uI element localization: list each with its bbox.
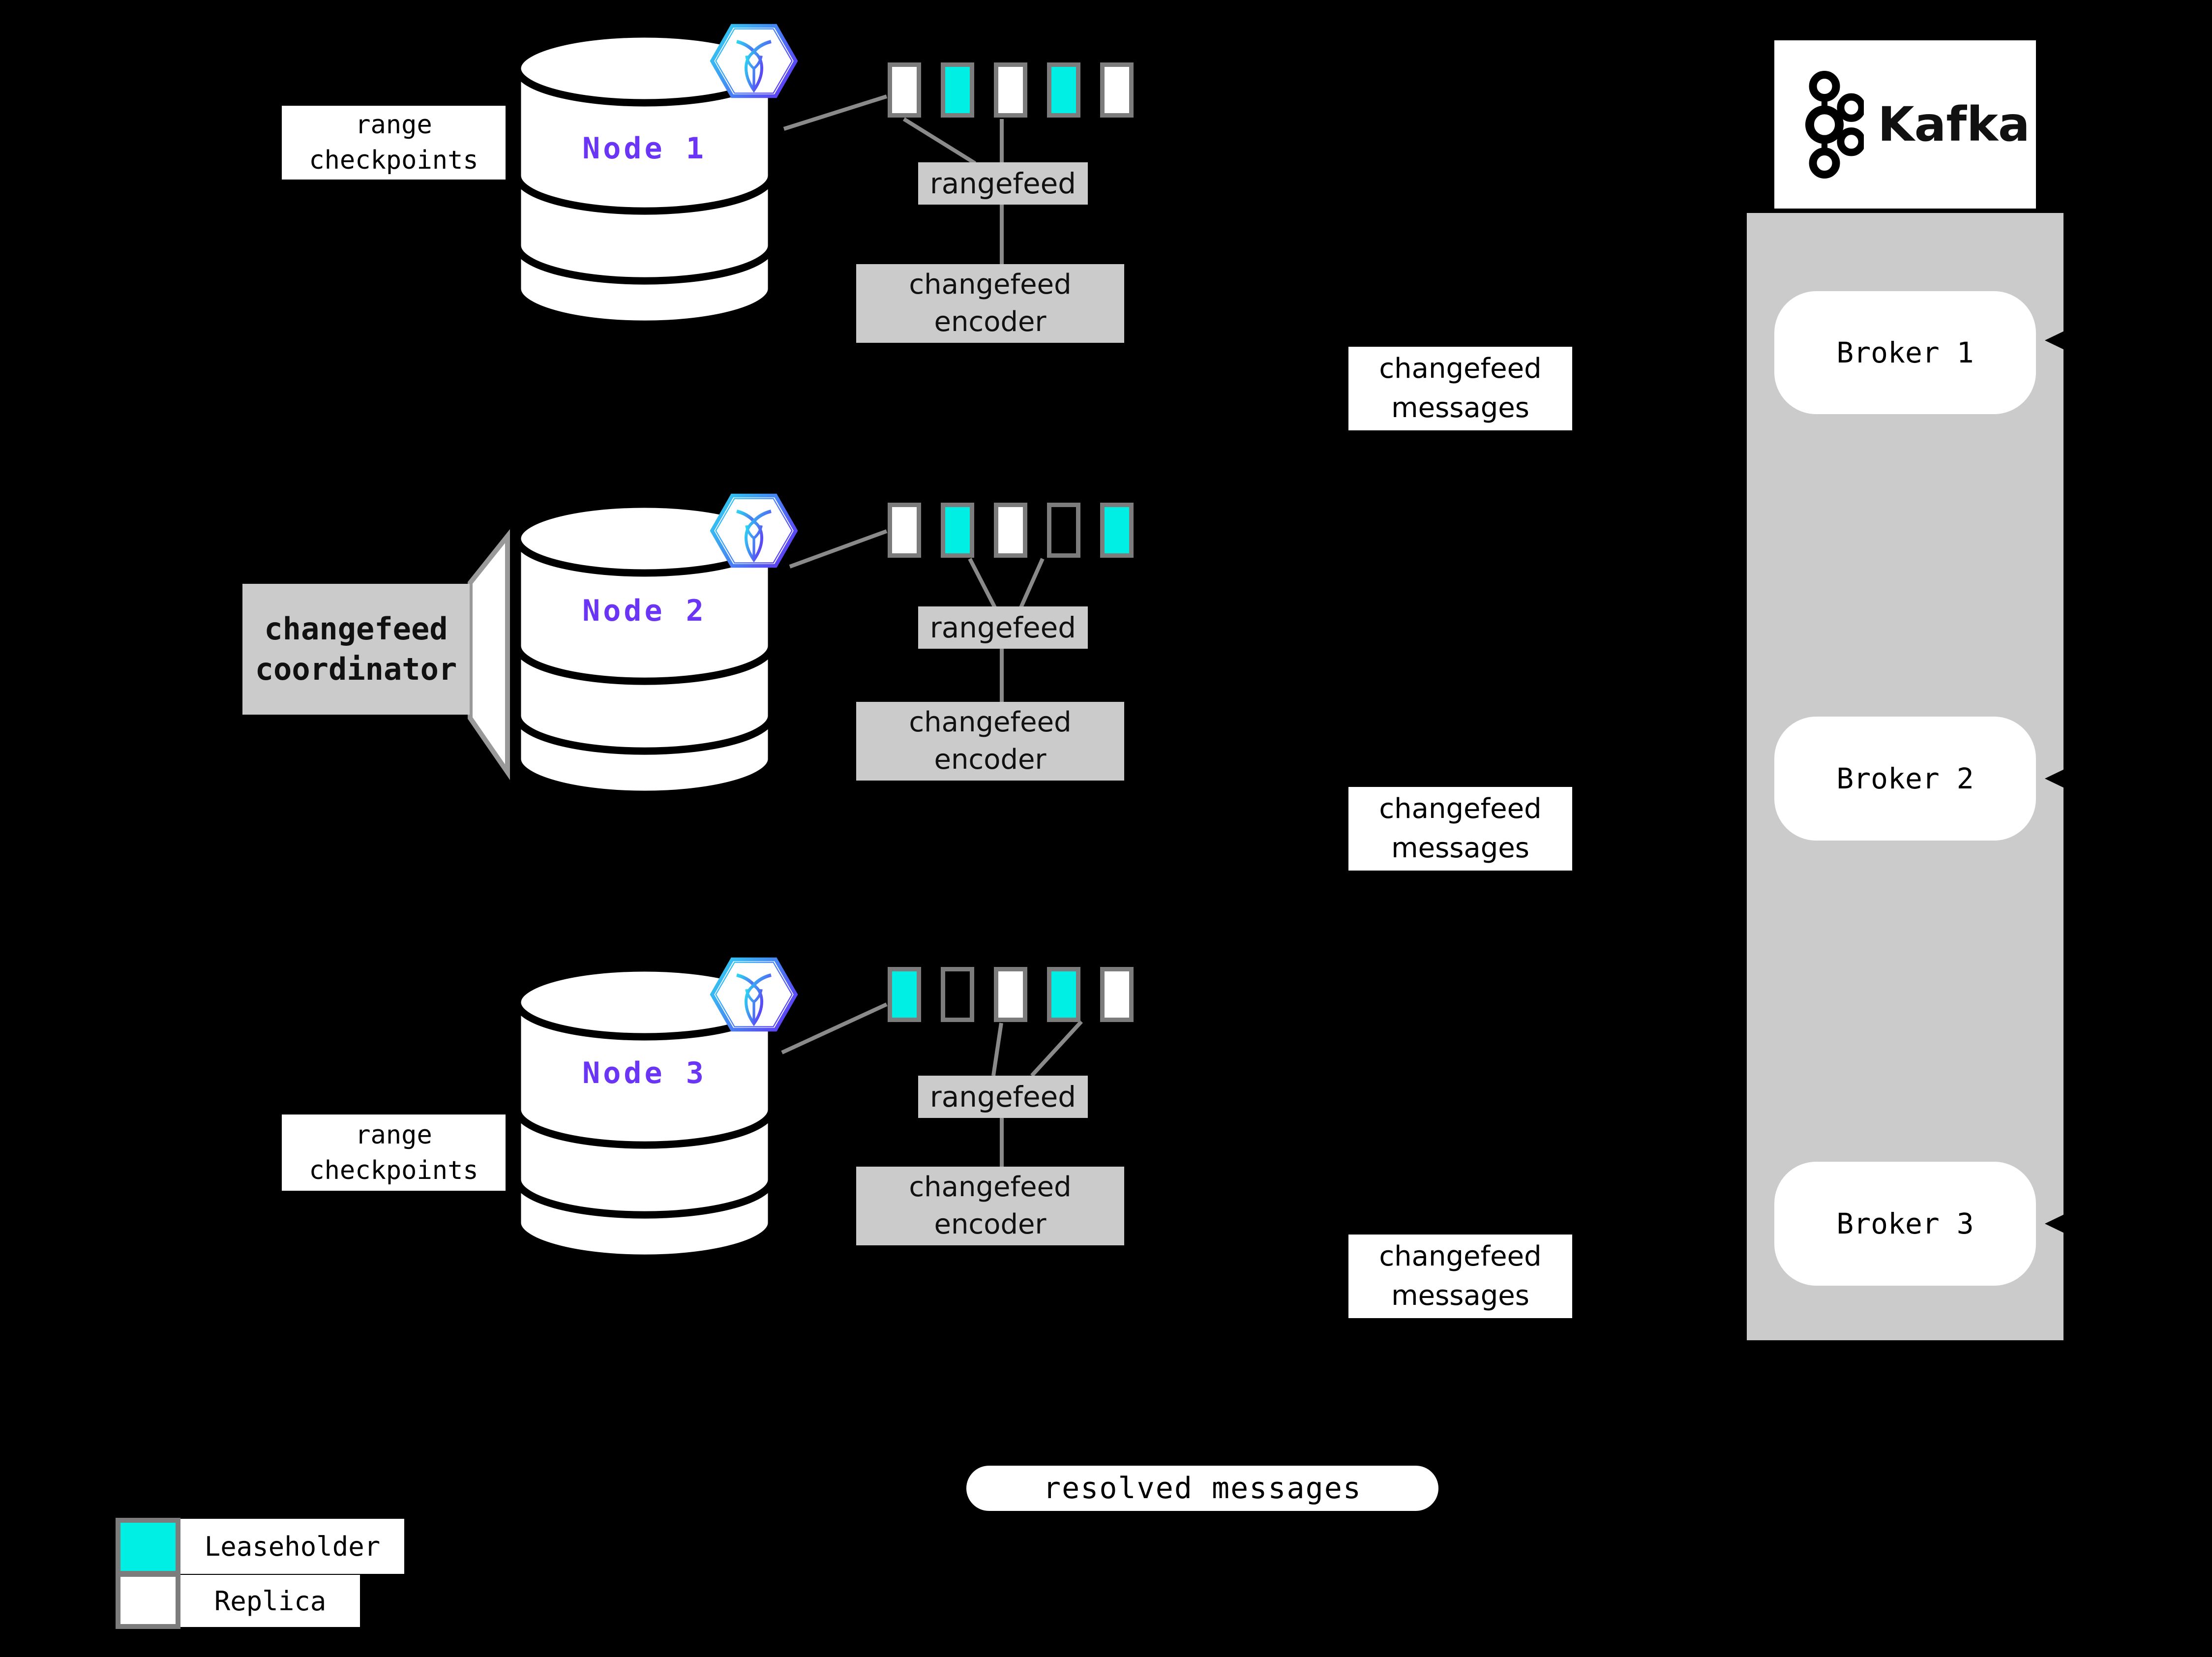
range-checkpoints-label: range checkpoints (282, 1115, 506, 1191)
broker-1: Broker 1 (1774, 291, 2036, 414)
encoder-line1: changefeed (909, 706, 1072, 738)
changefeed-messages-label: changefeed messages (1348, 347, 1572, 430)
kafka-icon (1805, 70, 1864, 179)
coordinator-line2: coordinator (255, 651, 457, 687)
encoder-line1: changefeed (909, 1171, 1072, 1203)
coordinator-flag-pointer (468, 529, 510, 781)
changefeed-messages-label: changefeed messages (1348, 787, 1572, 871)
checkpoints-line2: checkpoints (309, 146, 478, 175)
range-bar (1047, 62, 1080, 118)
kafka-wordmark: Kafka (1878, 97, 2030, 152)
range-bar (888, 967, 921, 1022)
node3-cylinder (513, 964, 776, 1262)
kafka-logo: Kafka (1774, 40, 2036, 209)
encoder-line2: encoder (934, 744, 1046, 776)
messages-line1: changefeed (1379, 793, 1542, 825)
range-bar (941, 62, 974, 118)
encoder-line1: changefeed (909, 269, 1072, 301)
checkpoints-line2: checkpoints (309, 1155, 478, 1185)
range-bar (888, 62, 921, 118)
encoder-line2: encoder (934, 1208, 1046, 1240)
range-bar (994, 503, 1027, 558)
rangefeed-box: rangefeed (918, 606, 1088, 649)
broker-3: Broker 3 (1774, 1162, 2036, 1286)
range-bar (1100, 503, 1134, 558)
cockroachdb-icon (710, 493, 798, 568)
messages-line2: messages (1391, 1280, 1529, 1312)
range-bar (1047, 503, 1080, 558)
resolved-messages-pill: resolved messages (966, 1466, 1438, 1511)
cockroachdb-icon (710, 24, 798, 98)
messages-line2: messages (1391, 392, 1529, 424)
range-checkpoints-label: range checkpoints (282, 106, 506, 180)
changefeed-encoder-box: changefeed encoder (856, 702, 1124, 781)
messages-line1: changefeed (1379, 1240, 1542, 1272)
range-bar (1100, 967, 1134, 1022)
rangefeed-box: rangefeed (918, 162, 1088, 205)
checkpoints-line1: range (355, 1120, 432, 1150)
range-bar (994, 62, 1027, 118)
messages-line2: messages (1391, 832, 1529, 864)
range-bar (941, 503, 974, 558)
range-bar (1100, 62, 1134, 118)
range-bar (888, 503, 921, 558)
messages-line1: changefeed (1379, 353, 1542, 385)
changefeed-encoder-box: changefeed encoder (856, 1167, 1124, 1245)
rangefeed-box: rangefeed (918, 1076, 1088, 1118)
encoder-line2: encoder (934, 306, 1046, 338)
changefeed-coordinator-box: changefeed coordinator (242, 584, 470, 715)
broker-2: Broker 2 (1774, 717, 2036, 841)
legend-leaseholder-label: Leaseholder (180, 1519, 404, 1574)
legend-replica-swatch (116, 1572, 180, 1629)
node1-label: Node 1 (582, 131, 707, 166)
changefeed-messages-label: changefeed messages (1348, 1235, 1572, 1318)
node3-label: Node 3 (582, 1056, 707, 1090)
range-bar (994, 967, 1027, 1022)
node2-cylinder (513, 500, 776, 798)
changefeed-encoder-box: changefeed encoder (856, 264, 1124, 343)
checkpoints-line1: range (355, 110, 432, 140)
node2-label: Node 2 (582, 594, 707, 628)
range-bar (941, 967, 974, 1022)
cockroachdb-icon (710, 957, 798, 1032)
range-bar (1047, 967, 1080, 1022)
legend-replica-label: Replica (180, 1575, 360, 1627)
coordinator-line1: changefeed (264, 611, 448, 647)
node1-cylinder (513, 30, 776, 328)
legend-leaseholder-swatch (116, 1518, 180, 1576)
